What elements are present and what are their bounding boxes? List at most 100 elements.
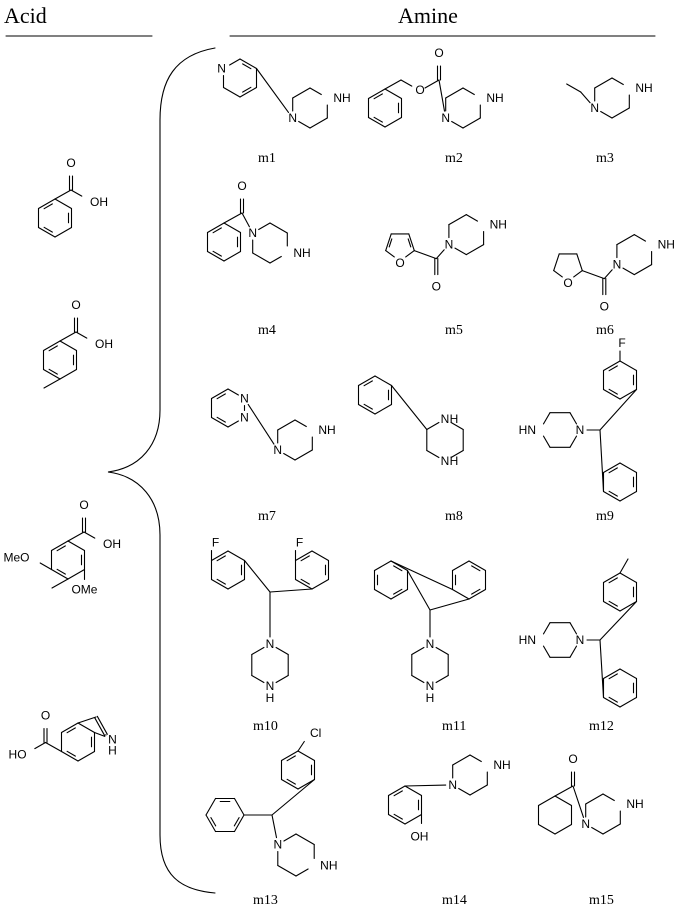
- amine-structure-m12: N HN: [519, 558, 638, 708]
- acid-dimethoxy-methylbenzoic: O OH MeO OMe: [4, 498, 121, 597]
- acid-benzoic: O OH: [37, 156, 108, 238]
- compound-label-m9: m9: [596, 509, 614, 524]
- atom-label: N: [590, 101, 599, 115]
- atom-label: O: [79, 498, 88, 512]
- atom-label: O: [237, 179, 246, 193]
- atom-label: H: [450, 412, 459, 426]
- atom-label: NH: [490, 218, 507, 232]
- compound-label-m12: m12: [589, 719, 614, 734]
- atom-label: N: [248, 226, 257, 240]
- molecule-structures: OOHOOHOOHMeOOMeOHONHNNHNOONHNNHNONHNOONH…: [4, 46, 675, 877]
- amine-structure-m15: O NH N: [537, 752, 644, 835]
- amine-structure-m11: NNH: [373, 560, 487, 705]
- atom-label: O: [71, 298, 80, 312]
- compound-label-m4: m4: [258, 323, 276, 338]
- bracket: [107, 47, 216, 894]
- compound-label-m7: m7: [258, 509, 276, 524]
- atom-label: NH: [658, 238, 675, 252]
- atom-label: N: [581, 817, 590, 831]
- atom-label: HN: [519, 633, 536, 647]
- atom-label: N: [426, 637, 435, 651]
- atom-label: N: [448, 778, 457, 792]
- atom-label: N: [441, 111, 450, 125]
- atom-label: O: [568, 752, 577, 766]
- atom-label: MeO: [4, 551, 30, 565]
- atom-label: N: [240, 411, 249, 425]
- atom-label: OH: [95, 337, 113, 351]
- atom-label: NH: [320, 859, 337, 873]
- atom-label: OH: [103, 537, 121, 551]
- atom-label: NH: [635, 81, 652, 95]
- atom-label: O: [434, 46, 443, 60]
- amine-structure-m9: N HN F: [519, 336, 638, 502]
- atom-label: HO: [9, 748, 27, 762]
- atom-label: O: [395, 256, 404, 270]
- amine-structure-m14: NH N OH: [387, 754, 511, 844]
- atom-label: N: [266, 679, 275, 693]
- atom-label: O: [415, 83, 424, 97]
- amine-structure-m5: O O NH N: [385, 214, 507, 294]
- atom-label: H: [426, 691, 435, 705]
- atom-label: NH: [626, 797, 643, 811]
- atom-label: N: [217, 62, 226, 76]
- compound-label-m2: m2: [445, 151, 463, 166]
- amine-structure-m6: O O NH N: [553, 234, 675, 314]
- compound-label-m13: m13: [253, 893, 278, 908]
- compound-label-m8: m8: [445, 509, 463, 524]
- compound-label-m14: m14: [442, 893, 467, 908]
- atom-label: H: [266, 691, 275, 705]
- compound-label-m3: m3: [596, 151, 614, 166]
- atom-label: NH: [333, 91, 350, 105]
- atom-label: F: [296, 536, 303, 550]
- amine-structure-m1: N NH N: [217, 58, 351, 129]
- atom-label: N: [426, 679, 435, 693]
- atom-label: N: [576, 423, 585, 437]
- compound-label-m5: m5: [445, 323, 463, 338]
- atom-label: H: [108, 744, 117, 758]
- atom-label: O: [41, 709, 50, 723]
- atom-label: N: [273, 443, 282, 457]
- atom-label: N: [108, 733, 117, 747]
- compound-label-m1: m1: [258, 151, 276, 166]
- atom-label: O: [563, 276, 572, 290]
- atom-label: HN: [519, 423, 536, 437]
- atom-label: OH: [90, 195, 108, 209]
- atom-label: N: [613, 258, 622, 272]
- atom-label: O: [66, 156, 75, 170]
- atom-label: F: [618, 336, 625, 350]
- atom-label: NH: [486, 91, 503, 105]
- atom-label: N: [576, 633, 585, 647]
- atom-label: O: [432, 280, 441, 294]
- atom-label: NH: [293, 246, 310, 260]
- atom-label: N: [288, 111, 297, 125]
- amine-header: Amine: [398, 3, 458, 28]
- atom-label: OMe: [71, 583, 97, 597]
- atom-label: N: [273, 838, 282, 852]
- amine-structure-m3: NH N: [566, 77, 653, 119]
- atom-label: NH: [493, 758, 510, 772]
- atom-label: N: [445, 238, 454, 252]
- compound-label-m10: m10: [253, 719, 278, 734]
- amine-structure-m4: O NH N: [206, 179, 311, 264]
- compound-label-m11: m11: [442, 719, 466, 734]
- compound-label-m6: m6: [596, 323, 614, 338]
- atom-label: NH: [318, 423, 335, 437]
- amine-structure-m2: O O NH N: [367, 46, 504, 129]
- atom-label: N: [441, 412, 450, 426]
- atom-label: O: [600, 300, 609, 314]
- compound-label-m15: m15: [589, 893, 614, 908]
- atom-label: OH: [410, 830, 428, 844]
- acid-header: Acid: [4, 3, 47, 28]
- atom-label: N: [266, 637, 275, 651]
- acid-p-toluic: O OH: [42, 298, 113, 389]
- atom-label: H: [450, 454, 459, 468]
- atom-label: F: [212, 536, 219, 550]
- atom-label: N: [441, 454, 450, 468]
- atom-label: N: [240, 392, 249, 406]
- acid-indole-5-carboxylic: O HO NH: [9, 709, 117, 762]
